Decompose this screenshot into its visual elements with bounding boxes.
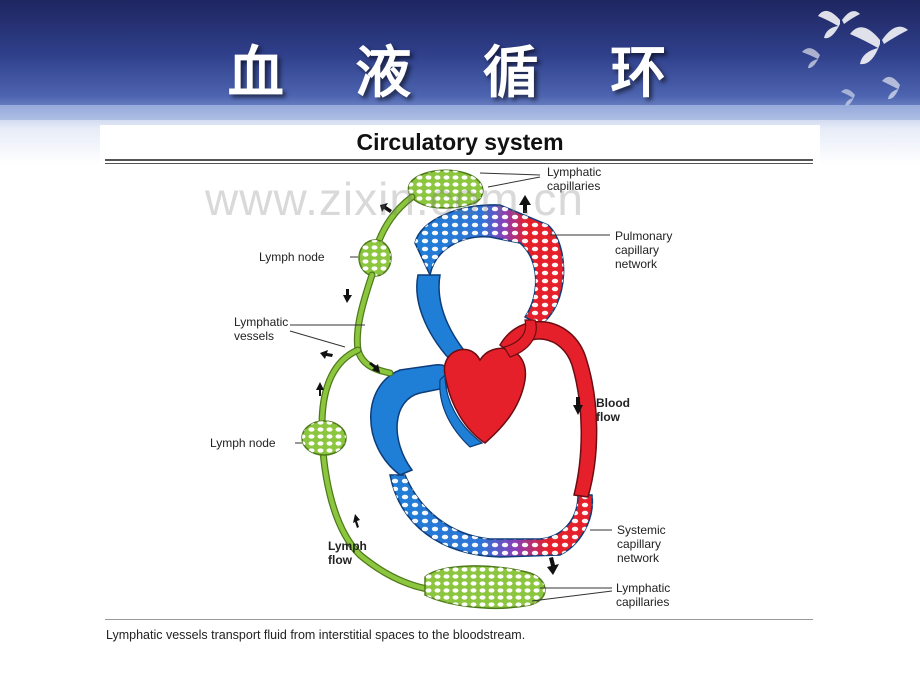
slide-header: 血 液 循 环 — [0, 0, 920, 120]
label-systemic-capillary-network: Systemic capillary network — [617, 523, 666, 565]
circulatory-diagram: Circulatory system — [100, 125, 820, 645]
title-rule — [105, 159, 813, 161]
label-lymph-node-lower: Lymph node — [210, 436, 276, 450]
circulation-illustration — [289, 169, 613, 610]
diagram-caption: Lymphatic vessels transport fluid from i… — [106, 628, 526, 642]
butterfly-decoration-icon — [802, 10, 908, 107]
arrow-icon — [316, 382, 324, 396]
arrow-icon — [519, 195, 531, 213]
label-pulmonary-capillary-network: Pulmonary capillary network — [615, 229, 673, 271]
label-lymphatic-capillaries-top: Lymphatic capillaries — [547, 165, 602, 193]
pulmonary-vein — [503, 319, 537, 358]
arrow-icon — [547, 557, 559, 575]
arterial-vessel — [499, 320, 598, 498]
arrow-icon — [573, 397, 583, 415]
heart — [439, 347, 527, 448]
lymphatic-system — [301, 169, 546, 610]
flow-arrows — [316, 195, 583, 575]
arrow-icon — [380, 203, 392, 213]
label-lymph-flow: Lymph flow — [328, 539, 367, 567]
label-blood-flow: Blood flow — [596, 396, 630, 424]
arrow-icon — [353, 514, 360, 528]
title-rule-thin — [105, 163, 813, 164]
slide-title: 血 液 循 环 — [227, 41, 693, 106]
watermark: www.zixin.com.cn — [205, 173, 584, 225]
systemic-capillary-bed — [389, 474, 594, 558]
arrow-icon — [320, 350, 333, 359]
arrow-icon — [343, 289, 352, 303]
label-lymphatic-vessels: Lymphatic vessels — [234, 315, 289, 343]
leader-lines — [289, 172, 613, 602]
caption-rule — [105, 619, 813, 620]
label-lymphatic-capillaries-bottom: Lymphatic capillaries — [616, 581, 671, 609]
arrow-icon — [369, 362, 380, 373]
label-lymph-node-upper: Lymph node — [259, 250, 325, 264]
diagram-title: Circulatory system — [356, 129, 564, 155]
